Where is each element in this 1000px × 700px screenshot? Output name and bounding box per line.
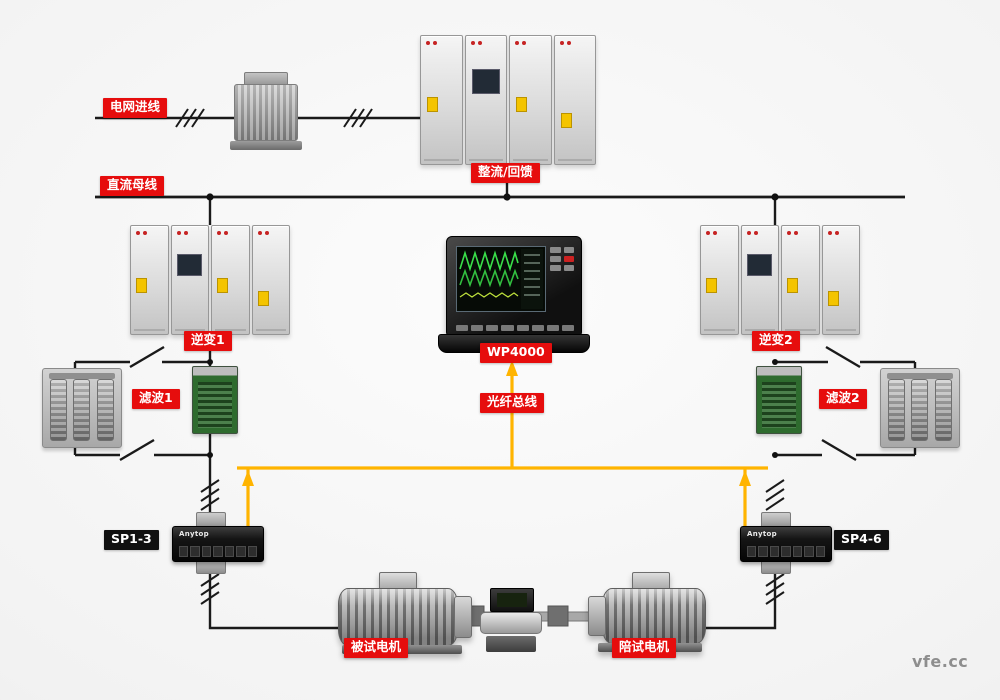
torque-sensor	[478, 588, 544, 652]
inverter2-cabinet-bank	[700, 225, 860, 335]
filter1-terminal-board	[192, 366, 238, 434]
wp4000-analyzer	[446, 236, 582, 338]
coil	[96, 379, 114, 441]
cabinet	[464, 35, 507, 165]
analyzer-bottom-buttons	[456, 325, 574, 331]
label-filter-2: 滤波2	[819, 389, 867, 409]
watermark: vfe.cc	[912, 652, 969, 671]
fiber-bus-lines	[237, 368, 768, 528]
motor-body	[338, 588, 458, 646]
motor-end-bell	[454, 596, 472, 638]
inverter1-cabinet-bank	[130, 225, 290, 335]
label-rectifier-feedback: 整流/回馈	[471, 163, 540, 183]
label-wp4000: WP4000	[480, 343, 552, 363]
cabinet	[211, 225, 250, 335]
cabinet	[130, 225, 169, 335]
coil	[888, 379, 906, 441]
filter2-inductor	[880, 368, 960, 448]
sp-brand-text: Anytop	[747, 530, 777, 538]
sp1-3-unit: Anytop	[172, 526, 264, 562]
sp-slots	[179, 546, 257, 557]
filter2-terminal-board	[756, 366, 802, 434]
waveform-display	[457, 247, 545, 311]
torque-sensor-base	[486, 636, 536, 652]
cabinet	[700, 225, 739, 335]
transformer-base	[230, 141, 302, 150]
label-motor-under-test: 被试电机	[344, 638, 409, 658]
cabinet	[740, 225, 779, 335]
sp4-6-unit: Anytop	[740, 526, 832, 562]
label-fiber-bus: 光纤总线	[480, 393, 545, 413]
cabinet	[251, 225, 290, 335]
coil	[934, 379, 952, 441]
grid-transformer	[230, 72, 302, 150]
label-inverter-1: 逆变1	[184, 331, 232, 351]
cabinet	[509, 35, 552, 165]
transformer-fins	[234, 84, 298, 141]
sp-brand-text: Anytop	[179, 530, 209, 538]
coil	[911, 379, 929, 441]
cabinet	[553, 35, 596, 165]
label-inverter-2: 逆变2	[752, 331, 800, 351]
coil	[73, 379, 91, 441]
motor-body	[602, 588, 706, 644]
torque-sensor-display	[490, 588, 534, 612]
cabinet	[781, 225, 820, 335]
cabinet	[170, 225, 209, 335]
label-accompany-motor: 陪试电机	[612, 638, 677, 658]
torque-sensor-body	[480, 612, 542, 634]
label-filter-1: 滤波1	[132, 389, 180, 409]
label-dc-bus: 直流母线	[100, 176, 165, 196]
filter1-inductor	[42, 368, 122, 448]
sp-slots	[747, 546, 825, 557]
label-grid-incoming: 电网进线	[103, 98, 168, 118]
coil	[50, 379, 68, 441]
fiber-arrows	[242, 360, 751, 486]
cabinet	[821, 225, 860, 335]
analyzer-screen	[456, 246, 546, 312]
analyzer-side-buttons	[550, 247, 574, 271]
cabinet	[420, 35, 463, 165]
motor-end-bell	[588, 596, 606, 636]
label-sp1-3: SP1-3	[104, 530, 159, 550]
rectifier-cabinet-bank	[420, 35, 596, 165]
three-phase-marks	[175, 108, 785, 605]
label-sp4-6: SP4-6	[834, 530, 889, 550]
junction-dots	[206, 193, 779, 458]
